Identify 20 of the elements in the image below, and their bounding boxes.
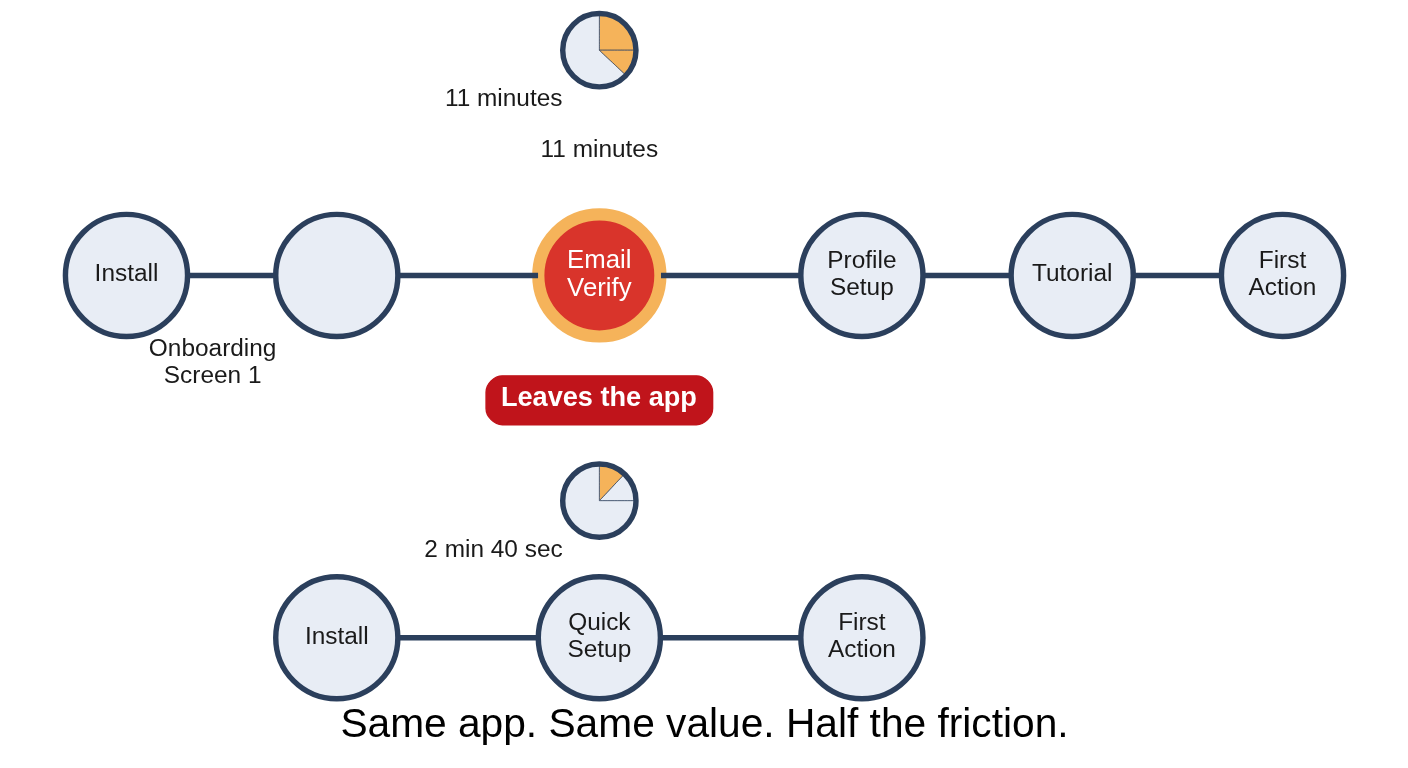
node-label: 2 min 40 sec [423,534,563,562]
connector [187,272,276,279]
node-circle: Quick Setup [535,573,663,702]
connector [660,272,801,279]
caption: Same app. Same value. Half the friction. [339,699,1069,746]
connector [397,272,538,279]
node-circle: First Action [797,573,926,702]
node-circle: First Action [1218,211,1346,340]
node-label: 11 minutes [444,84,562,112]
node-circle: Install [272,573,401,702]
connector [660,635,801,641]
node-circle: Profile Setup [797,211,926,340]
node-circle: Tutorial [1007,211,1136,340]
node-circle [272,211,401,340]
node-box: Leaves the app [484,375,713,426]
connector [922,272,1011,279]
label: 11 minutes [540,134,658,162]
connector [397,635,538,641]
node-circle: Email Verify [531,208,666,343]
connector [1133,272,1221,279]
